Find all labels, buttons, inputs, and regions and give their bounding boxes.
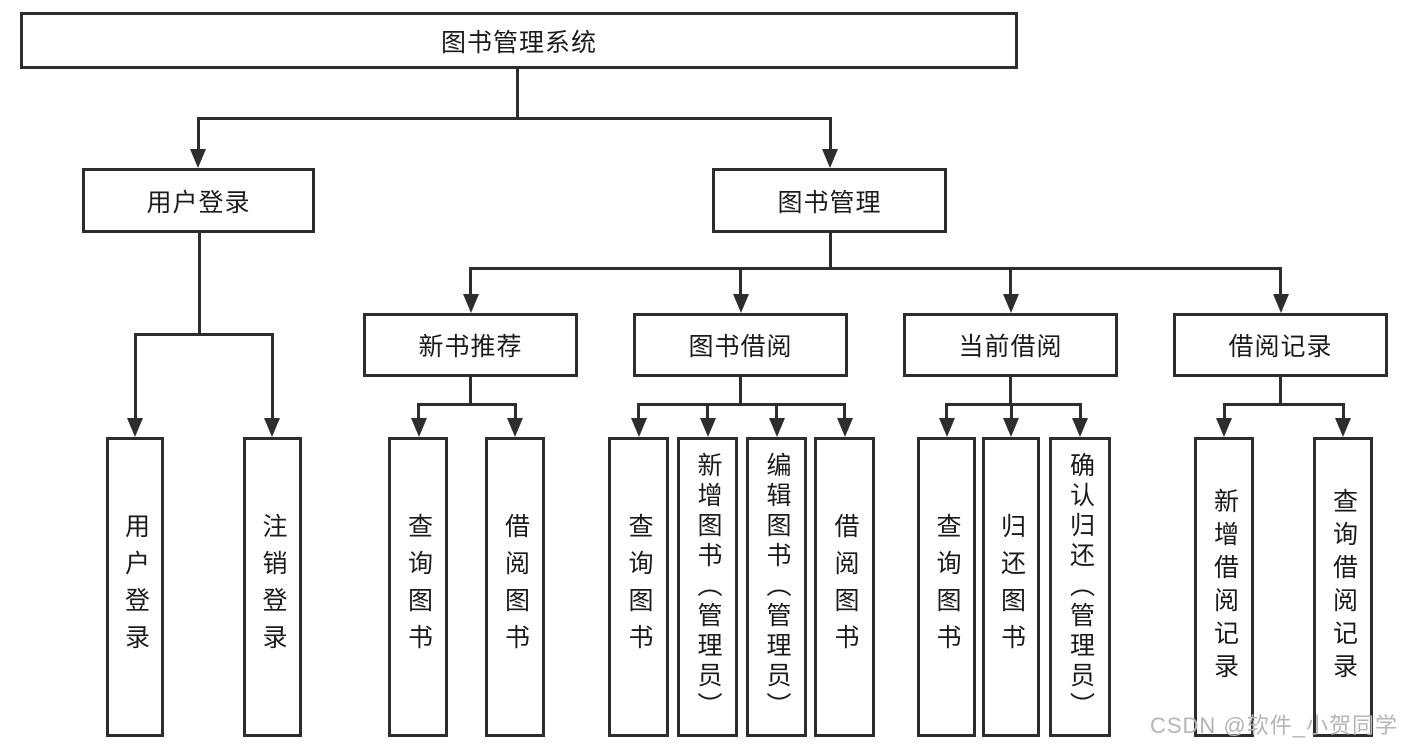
arrow-down-icon <box>1216 418 1232 437</box>
connector-line <box>513 403 517 420</box>
connector-line <box>706 403 709 420</box>
leaf-user-login-label: 用户登录 <box>121 513 150 661</box>
leaf-edit-book-admin: 编辑图书（管理员） <box>746 437 807 737</box>
node-root: 图书管理系统 <box>20 12 1018 69</box>
arrow-down-icon <box>1002 294 1019 313</box>
connector-line <box>1341 403 1345 420</box>
connector-line <box>469 377 472 406</box>
leaf-add-book-admin-label: 新增图书（管理员） <box>694 452 722 722</box>
node-book-management-label: 图书管理 <box>777 188 882 217</box>
arrow-down-icon <box>732 294 749 313</box>
connector-line <box>133 333 137 419</box>
leaf-query-borrow-record: 查询借阅记录 <box>1313 437 1373 737</box>
node-current-borrow: 当前借阅 <box>903 313 1118 377</box>
arrow-down-icon <box>1335 418 1351 437</box>
arrow-down-icon <box>768 418 785 437</box>
leaf-logout-label: 注销登录 <box>259 513 287 661</box>
leaf-return-book: 归还图书 <box>982 437 1040 737</box>
leaf-borrow-book-recommend: 借阅图书 <box>485 437 545 737</box>
leaf-add-borrow-record: 新增借阅记录 <box>1194 437 1254 737</box>
node-book-borrow-label: 图书借阅 <box>688 333 793 361</box>
leaf-edit-book-admin-label: 编辑图书（管理员） <box>763 452 791 722</box>
connector-line <box>637 403 846 406</box>
connector-line <box>1009 377 1012 406</box>
leaf-logout: 注销登录 <box>243 437 302 737</box>
arrow-down-icon <box>822 149 838 168</box>
connector-line <box>828 233 832 270</box>
node-book-management: 图书管理 <box>712 168 947 233</box>
connector-line <box>469 267 472 295</box>
node-current-borrow-label: 当前借阅 <box>958 333 1063 361</box>
connector-line <box>739 267 742 295</box>
arrow-down-icon <box>630 418 647 437</box>
connector-line <box>1009 267 1012 295</box>
connector-line <box>417 403 517 406</box>
node-user-login: 用户登录 <box>82 168 315 233</box>
leaf-confirm-return-admin-label: 确认归还（管理员） <box>1066 452 1095 722</box>
connector-line <box>945 403 948 420</box>
arrow-down-icon <box>190 149 206 168</box>
leaf-user-login: 用户登录 <box>106 437 164 737</box>
leaf-confirm-return-admin: 确认归还（管理员） <box>1049 437 1111 737</box>
connector-line <box>739 377 742 406</box>
connector-line <box>637 403 640 420</box>
arrow-down-icon <box>1003 418 1019 437</box>
leaf-query-borrow-record-label: 查询借阅记录 <box>1329 488 1358 686</box>
watermark: CSDN @软件_小贺同学 <box>1149 713 1398 738</box>
connector-line <box>1078 403 1082 420</box>
connector-line <box>1009 403 1013 420</box>
connector-line <box>196 117 832 120</box>
arrow-down-icon <box>836 418 853 437</box>
node-root-label: 图书管理系统 <box>440 28 597 57</box>
leaf-query-book-current-label: 查询图书 <box>933 513 961 661</box>
arrow-down-icon <box>507 418 523 437</box>
leaf-add-book-admin: 新增图书（管理员） <box>677 437 738 737</box>
connector-line <box>1222 403 1344 406</box>
leaf-borrow-book-recommend-label: 借阅图书 <box>501 513 530 661</box>
connector-line <box>1279 377 1282 406</box>
connector-line <box>197 233 201 336</box>
node-borrow-record: 借阅记录 <box>1173 313 1388 377</box>
leaf-return-book-label: 归还图书 <box>997 513 1026 661</box>
arrow-down-icon <box>127 418 143 437</box>
connector-line <box>417 403 420 420</box>
connector-line <box>196 117 200 150</box>
node-book-borrow: 图书借阅 <box>633 313 848 377</box>
arrow-down-icon <box>462 294 479 313</box>
connector-line <box>270 333 274 419</box>
arrow-down-icon <box>938 418 955 437</box>
connector-line <box>133 333 274 336</box>
leaf-borrow-book-borrow: 借阅图书 <box>814 437 875 737</box>
arrow-down-icon <box>410 418 427 437</box>
leaf-query-book-borrow-label: 查询图书 <box>625 513 653 661</box>
node-new-book-recommend-label: 新书推荐 <box>418 333 523 361</box>
leaf-query-book-borrow: 查询图书 <box>608 437 669 737</box>
arrow-down-icon <box>699 418 716 437</box>
connector-line <box>515 69 519 118</box>
connector-line <box>1279 267 1282 295</box>
leaf-add-borrow-record-label: 新增借阅记录 <box>1210 488 1239 686</box>
arrow-down-icon <box>1072 418 1088 437</box>
connector-line <box>945 403 1081 406</box>
leaf-query-book-recommend-label: 查询图书 <box>404 513 433 661</box>
arrow-down-icon <box>264 418 280 437</box>
leaf-query-book-recommend: 查询图书 <box>388 437 448 737</box>
leaf-query-book-current: 查询图书 <box>917 437 976 737</box>
connector-line <box>469 267 1282 270</box>
leaf-borrow-book-borrow-label: 借阅图书 <box>831 513 859 661</box>
node-user-login-label: 用户登录 <box>146 188 251 217</box>
arrow-down-icon <box>1272 294 1289 313</box>
connector-line <box>828 117 832 150</box>
node-borrow-record-label: 借阅记录 <box>1228 333 1333 361</box>
connector-line <box>843 403 846 420</box>
node-new-book-recommend: 新书推荐 <box>363 313 578 377</box>
connector-line <box>775 403 778 420</box>
connector-line <box>1222 403 1226 420</box>
